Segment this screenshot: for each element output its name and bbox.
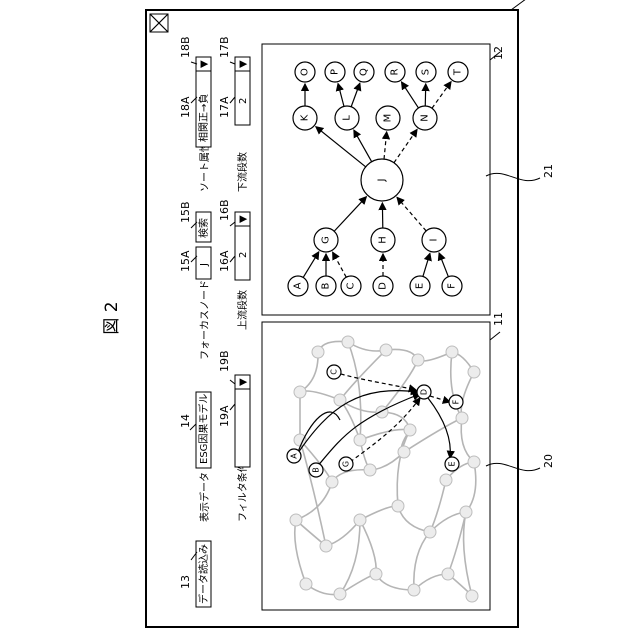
graph-21-node[interactable]: I	[422, 228, 446, 252]
graph-21-node[interactable]: R	[385, 62, 405, 82]
graph-20-node[interactable]: B	[309, 463, 323, 477]
svg-text:C: C	[346, 282, 357, 289]
svg-text:T: T	[453, 68, 464, 76]
ref-20: 20	[542, 454, 555, 468]
svg-text:S: S	[421, 69, 432, 75]
svg-text:E: E	[448, 461, 457, 466]
svg-text:E: E	[415, 283, 426, 289]
svg-text:B: B	[321, 282, 332, 289]
svg-text:F: F	[452, 399, 461, 404]
graph-21-node[interactable]: D	[373, 276, 393, 296]
graph-21-node[interactable]: B	[316, 276, 336, 296]
ref-15A: 15A	[179, 250, 192, 272]
graph-21-node[interactable]: E	[410, 276, 430, 296]
svg-text:I: I	[429, 239, 440, 242]
ref-21: 21	[542, 164, 555, 178]
display-data-value: ESG因果モデル	[197, 394, 210, 464]
upstream-value: 2	[238, 252, 249, 258]
svg-text:A: A	[290, 453, 299, 459]
figure-title: 図 2	[102, 301, 122, 334]
graph-21-node[interactable]: F	[442, 276, 462, 296]
filter-label: フィルタ条件	[236, 462, 249, 522]
graph-20-node[interactable]: G	[339, 457, 353, 471]
ref-18B: 18B	[179, 36, 192, 58]
focus-node-value: J	[199, 263, 210, 267]
focus-node-label: フォーカスノード	[199, 280, 211, 360]
graph-21-node[interactable]: S	[416, 62, 436, 82]
close-icon[interactable]	[150, 14, 168, 32]
filter-select[interactable]: ▼	[235, 375, 250, 467]
svg-text:R: R	[390, 68, 401, 75]
display-data-select[interactable]: ESG因果モデル	[196, 392, 211, 468]
graph-21-node[interactable]: C	[341, 276, 361, 296]
chevron-down-icon: ▼	[238, 60, 249, 68]
ref-16A: 16A	[218, 250, 231, 272]
svg-text:J: J	[377, 179, 388, 183]
downstream-label: 下流段数	[236, 152, 249, 192]
svg-text:D: D	[420, 389, 429, 395]
svg-text:B: B	[312, 467, 321, 473]
svg-text:L: L	[342, 115, 353, 121]
graph-21-node[interactable]: L	[335, 106, 359, 130]
chevron-down-icon: ▼	[199, 60, 210, 68]
svg-text:Q: Q	[359, 68, 370, 76]
ref-19B: 19B	[218, 350, 231, 372]
svg-text:A: A	[293, 282, 304, 289]
svg-text:M: M	[383, 114, 394, 123]
ref-17B: 17B	[218, 36, 231, 58]
svg-text:O: O	[300, 68, 311, 76]
graph-21-node[interactable]: K	[293, 106, 317, 130]
svg-text:H: H	[378, 236, 389, 244]
graph-21-node[interactable]: Q	[354, 62, 374, 82]
graph-20-node[interactable]: D	[417, 385, 431, 399]
upstream-label: 上流段数	[236, 290, 249, 330]
downstream-value: 2	[238, 98, 249, 104]
svg-text:G: G	[321, 236, 332, 244]
graph-21-node[interactable]: H	[371, 228, 395, 252]
ref-11: 11	[492, 312, 505, 326]
graph-20-node[interactable]: A	[287, 449, 301, 463]
focus-node-input[interactable]: J	[196, 247, 211, 279]
sort-select[interactable]: 相関正→負 ▼	[196, 57, 211, 147]
graph-21-node[interactable]: T	[448, 62, 468, 82]
graph-20-node[interactable]: E	[445, 457, 459, 471]
svg-text:D: D	[378, 282, 389, 290]
ref-18A: 18A	[179, 96, 192, 118]
graph-20-node[interactable]: C	[327, 365, 341, 379]
graph-21-node[interactable]: P	[325, 62, 345, 82]
ref-16B: 16B	[218, 199, 231, 221]
graph-21-node[interactable]: M	[376, 106, 400, 130]
chevron-down-icon: ▼	[238, 378, 249, 386]
svg-text:K: K	[300, 114, 311, 121]
load-data-button[interactable]: データ読込み	[196, 541, 211, 607]
svg-text:G: G	[342, 461, 351, 467]
ref-17A: 17A	[218, 96, 231, 118]
ref-19A: 19A	[218, 405, 231, 427]
load-data-button-label: データ読込み	[197, 544, 210, 604]
search-button[interactable]: 検索	[196, 212, 211, 242]
focus-node[interactable]: J	[361, 159, 403, 201]
downstream-select[interactable]: 2 ▼	[235, 57, 250, 125]
upstream-select[interactable]: 2 ▼	[235, 212, 250, 280]
graph-21-node[interactable]: G	[314, 228, 338, 252]
svg-text:C: C	[330, 369, 339, 375]
sort-label: ソート属性	[198, 142, 211, 192]
ref-15B: 15B	[179, 201, 192, 223]
graph-21-node[interactable]: A	[288, 276, 308, 296]
svg-text:N: N	[420, 114, 431, 121]
ref-13: 13	[179, 575, 192, 589]
ref-14: 14	[179, 414, 192, 428]
graph-21-node[interactable]: O	[295, 62, 315, 82]
graph-20-node[interactable]: F	[449, 395, 463, 409]
svg-text:F: F	[447, 283, 458, 289]
sort-value: 相関正→負	[197, 94, 210, 142]
svg-text:P: P	[330, 69, 341, 75]
search-button-label: 検索	[197, 218, 210, 238]
display-data-label: 表示データ	[198, 472, 211, 522]
graph-21-node[interactable]: N	[413, 106, 437, 130]
chevron-down-icon: ▼	[238, 215, 249, 223]
